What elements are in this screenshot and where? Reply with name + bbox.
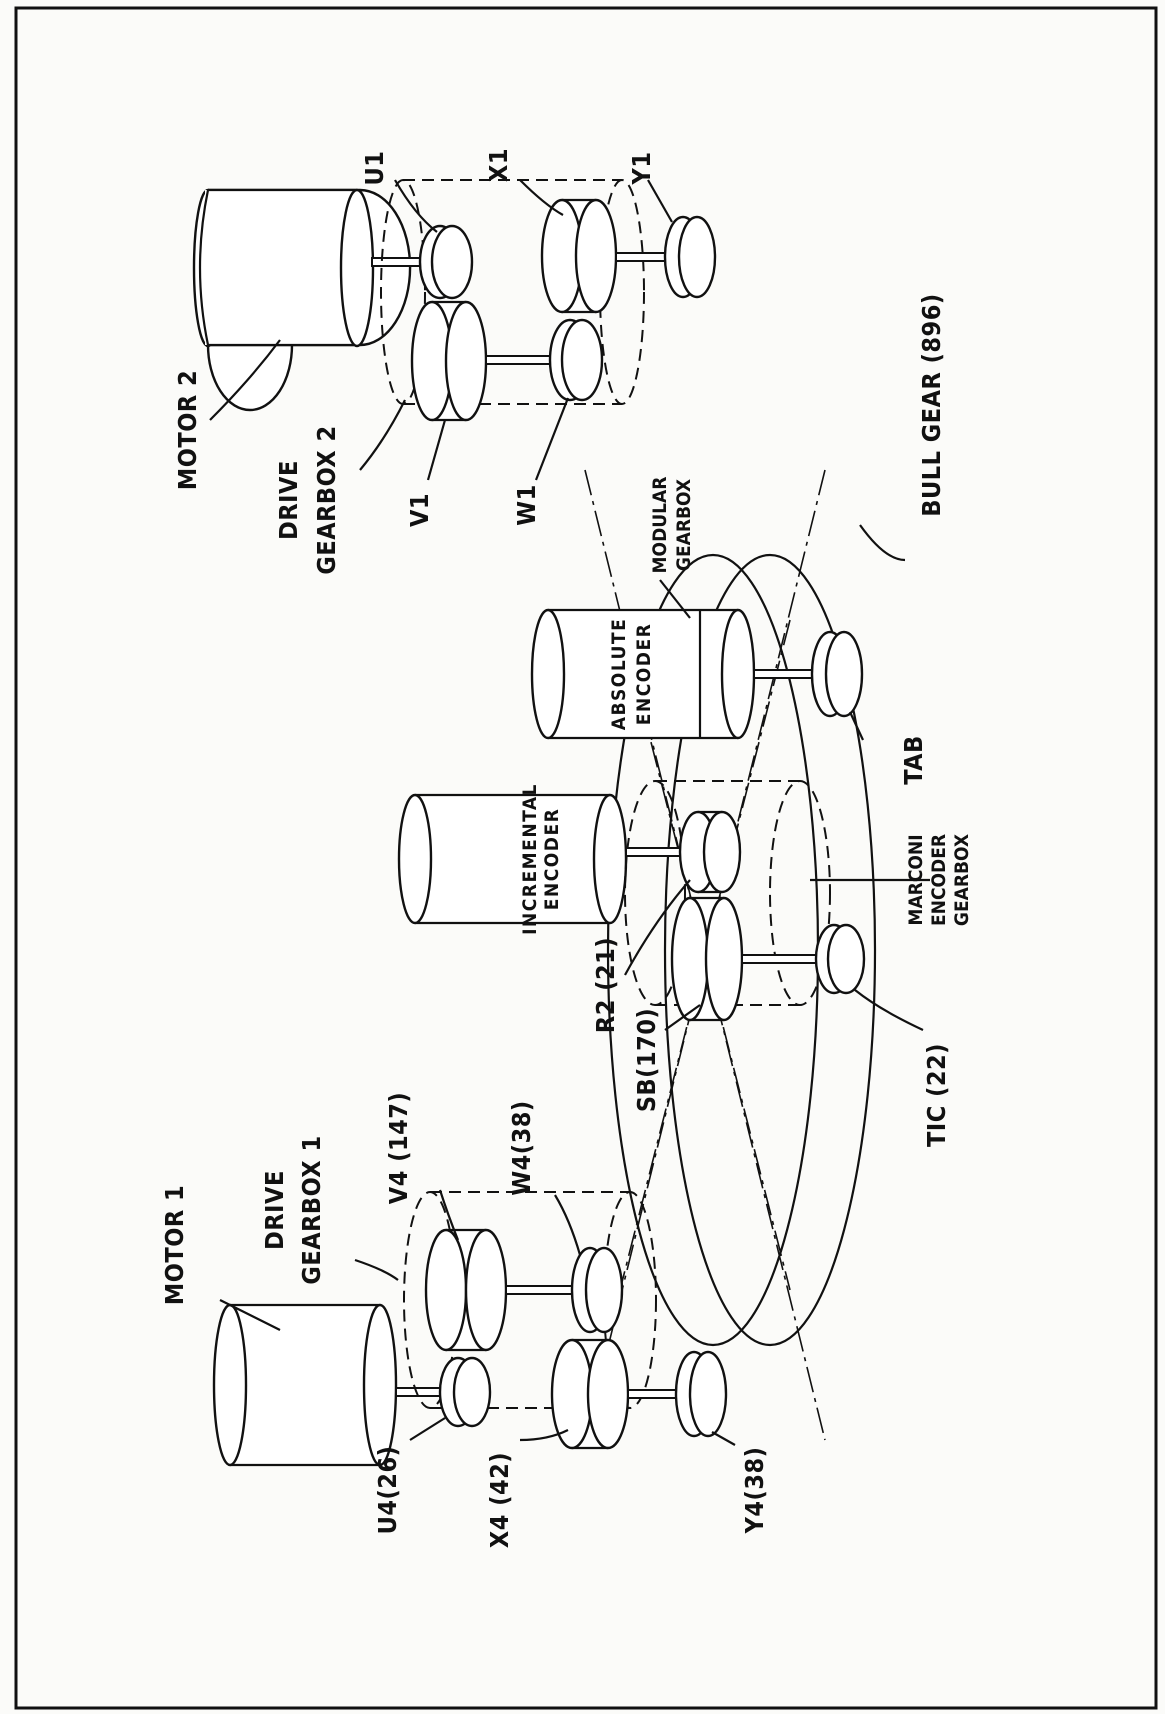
label-r2: R2 (21) xyxy=(591,937,620,1033)
label-marconi-line1: MARCONI xyxy=(905,834,927,925)
label-v4: V4 (147) xyxy=(384,1092,413,1204)
label-y4: Y4(38) xyxy=(740,1447,769,1535)
gear-v4 xyxy=(426,1230,506,1350)
label-marconi-line3: GEARBOX xyxy=(951,834,973,926)
gear-w4 xyxy=(572,1248,622,1332)
label-absolute-encoder-line2: ENCODER xyxy=(633,623,655,726)
label-modular-gearbox-line2: GEARBOX xyxy=(673,479,695,571)
label-y1: Y1 xyxy=(627,152,656,186)
label-u1: U1 xyxy=(360,151,389,186)
label-v1: V1 xyxy=(405,493,434,527)
label-marconi-line2: ENCODER xyxy=(928,834,950,926)
motor-1 xyxy=(214,1305,396,1465)
label-drive-gearbox-1-line1: DRIVE xyxy=(260,1170,289,1250)
label-incremental-encoder-line2: ENCODER xyxy=(541,808,563,911)
label-drive-gearbox-1-line2: GEARBOX 1 xyxy=(297,1135,326,1284)
gear-u4 xyxy=(440,1358,490,1426)
gear-sb xyxy=(672,898,742,1020)
gear-y4 xyxy=(676,1352,726,1436)
label-drive-gearbox-2-line2: GEARBOX 2 xyxy=(312,425,341,574)
gear-v1 xyxy=(412,302,486,420)
label-absolute-encoder-line1: ABSOLUTE xyxy=(608,618,630,731)
label-x4: X4 (42) xyxy=(485,1452,514,1548)
label-incremental-encoder-line1: INCREMENTAL xyxy=(519,783,541,935)
motor-2 xyxy=(194,190,410,410)
label-motor-2: MOTOR 2 xyxy=(173,370,202,490)
label-bull-gear: BULL GEAR (896) xyxy=(917,293,946,516)
label-drive-gearbox-2-line1: DRIVE xyxy=(274,460,303,540)
incremental-encoder xyxy=(399,795,626,923)
gear-y1 xyxy=(665,217,715,297)
label-w1: W1 xyxy=(512,484,541,525)
label-u4: U4(26) xyxy=(373,1446,402,1535)
label-tic: TIC (22) xyxy=(922,1043,951,1147)
gear-tic xyxy=(816,925,864,993)
gear-x1 xyxy=(542,200,616,312)
label-sb: SB(170) xyxy=(632,1008,661,1112)
label-x1: X1 xyxy=(484,148,513,182)
label-modular-gearbox-line1: MODULAR xyxy=(649,477,671,574)
gear-u1 xyxy=(420,226,472,298)
label-w4: W4(38) xyxy=(507,1100,536,1195)
gear-tab xyxy=(812,632,862,716)
label-motor-1: MOTOR 1 xyxy=(160,1185,189,1305)
gear-w1 xyxy=(550,320,602,400)
label-tab: TAB xyxy=(899,735,928,784)
